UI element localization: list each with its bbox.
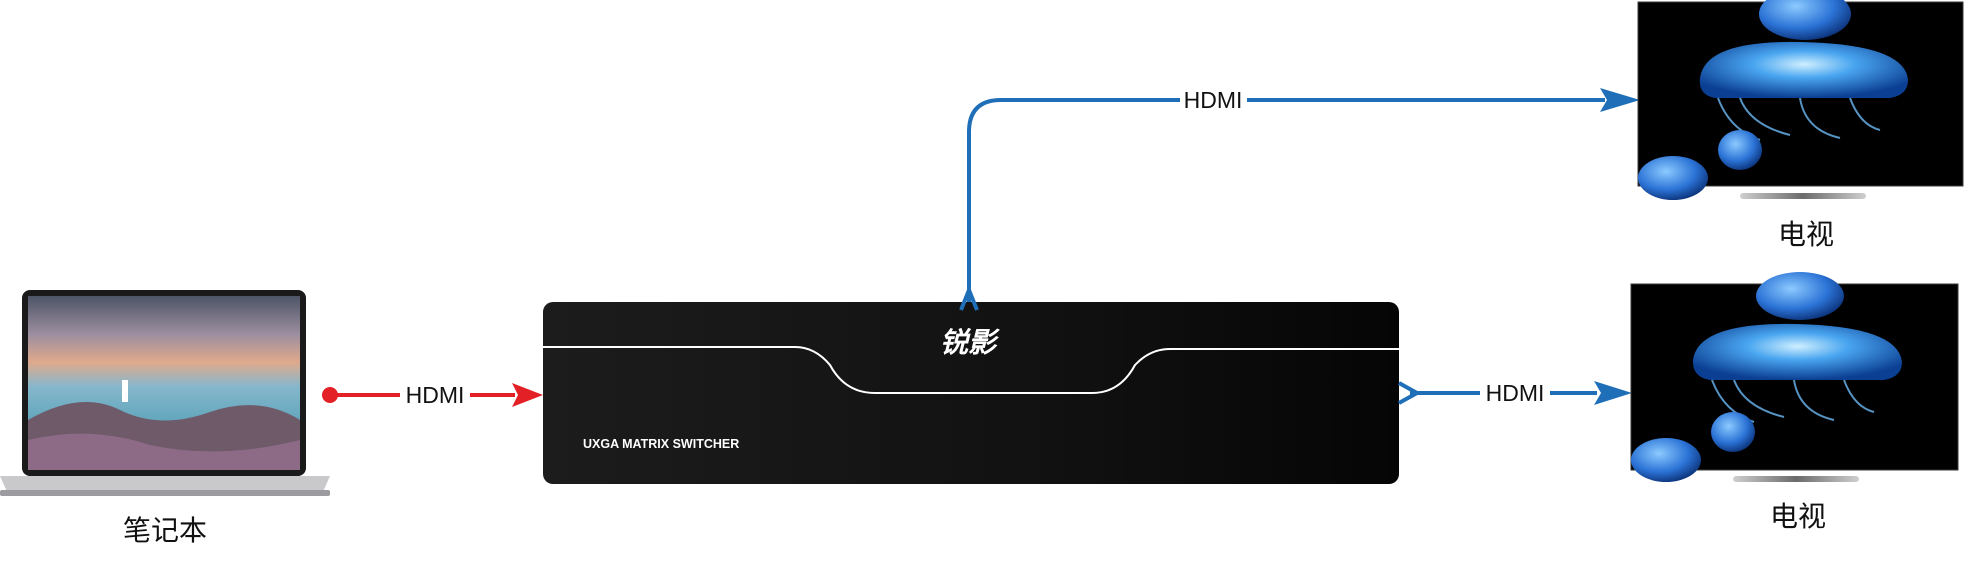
- switcher-panel-line: [543, 346, 1399, 394]
- input-cable: HDMI: [322, 382, 543, 408]
- input-cable-label: HDMI: [406, 382, 465, 408]
- switcher-brand-logo: 锐影: [940, 326, 1000, 359]
- output-top-label: HDMI: [1184, 87, 1243, 113]
- laptop-caption: 笔记本: [123, 514, 207, 547]
- output-top-arrow-icon: [1600, 88, 1640, 112]
- laptop-icon: [0, 290, 330, 496]
- switcher-model-label: UXGA MATRIX SWITCHER: [583, 437, 739, 451]
- tv-top-caption: 电视: [1778, 218, 1834, 251]
- matrix-switcher: 锐影 UXGA MATRIX SWITCHER: [543, 302, 1399, 484]
- input-arrow-icon: [512, 383, 543, 407]
- output-bottom-label: HDMI: [1486, 380, 1545, 406]
- output-bottom-arrow-icon: [1594, 381, 1632, 405]
- tv-top-icon: [1637, 0, 1964, 200]
- output-cable-top: HDMI: [959, 87, 1640, 311]
- tv-bottom-icon: [1630, 272, 1959, 482]
- output-cable-bottom: HDMI: [1398, 380, 1632, 406]
- tv-bottom-caption: 电视: [1770, 500, 1826, 533]
